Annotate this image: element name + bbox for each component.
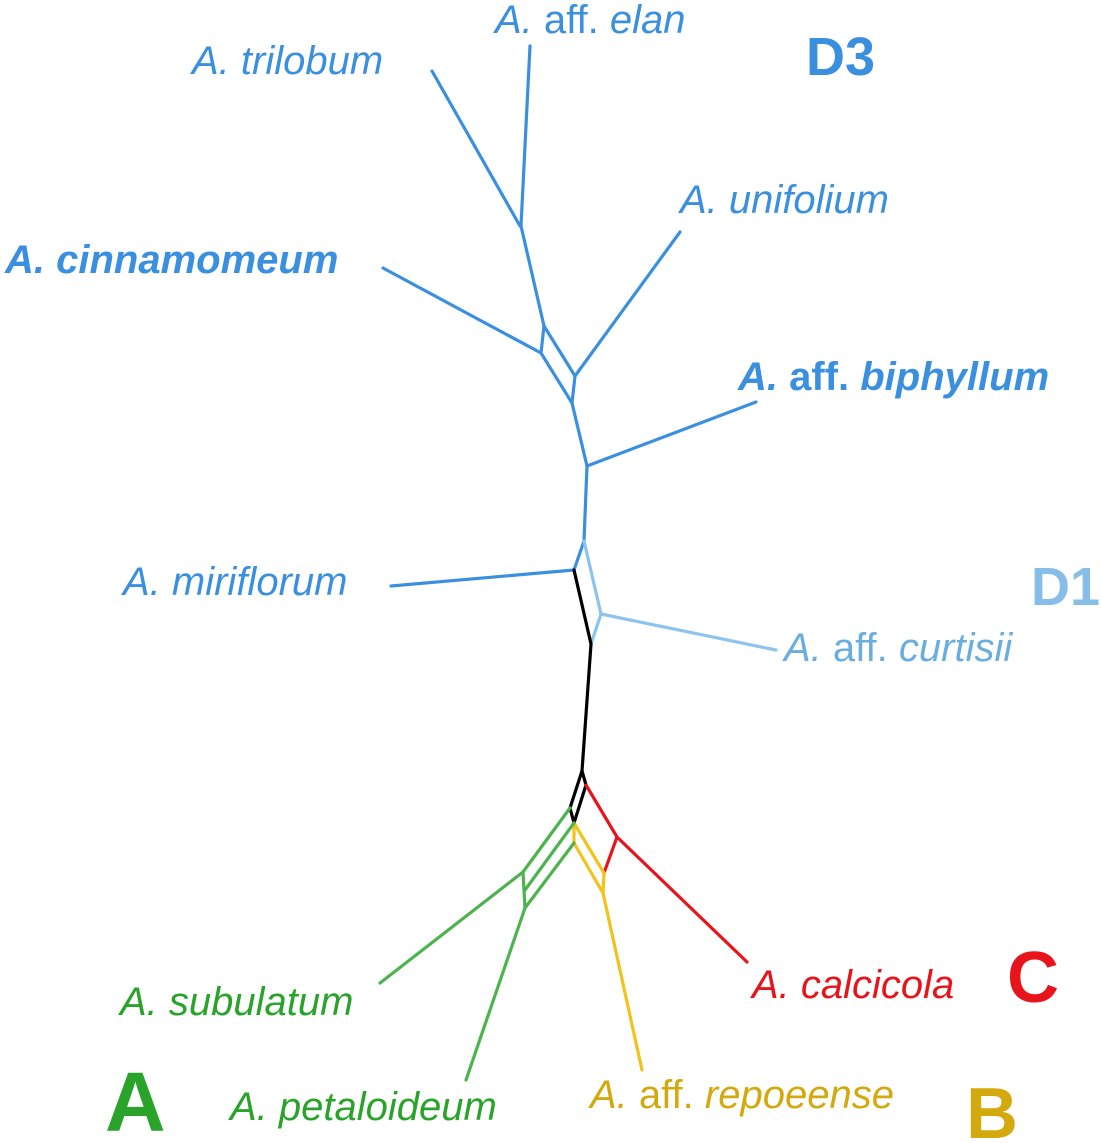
taxon-label-repoeense: A. aff. repoeense [588,1073,894,1117]
taxon-label-cinnamomeum: A. cinnamomeum [4,238,338,282]
taxon-label-elan: A. aff. elan [493,0,686,42]
edge-c-reticulation [602,835,619,875]
edge-b-reticulation-d [601,871,606,895]
edge-b-reticulation-c [572,841,605,895]
edge-d1-reticulation-b [589,612,603,646]
edge-a-stem-a [521,806,572,874]
clade-c-edges [584,783,749,964]
clade-label-d3: D3 [806,27,875,87]
edge-cinnamomeum [381,266,543,355]
clade-label-a: A [105,1055,166,1143]
edge-repoeense [601,891,644,1072]
edge-d3-reticulation-c [539,351,574,405]
edge-trilobum [430,69,522,228]
edge-curtisii [599,612,778,652]
edge-d3-reticulation-e [572,539,586,572]
edge-miriflorum [389,568,576,588]
taxon-label-petaloideum: A. petaloideum [228,1085,497,1129]
edge-d3-reticulation-a [539,324,546,355]
edge-backbone-top [572,568,593,646]
edge-unifolium [573,230,682,378]
edge-d3-reticulation-b [542,324,577,378]
edge-b-reticulation-a [572,821,606,875]
backbone-edges [568,568,593,825]
edge-backbone-split-c [572,783,588,825]
clade-label-c: C [1007,938,1059,1018]
taxon-label-calcicola: A. calcicola [750,963,954,1007]
edge-subulatum [378,870,525,985]
edge-backbone-split-a [568,769,584,810]
clade-a-edges [378,806,576,1082]
taxon-label-subulatum: A. subulatum [118,980,353,1024]
edge-a-stem-c [523,841,576,910]
edge-a-reticulation [521,870,527,910]
edge-backbone-main [580,642,593,773]
edge-a-stem-b [523,821,576,892]
taxon-label-curtisii: A. aff. curtisii [782,626,1013,670]
edge-d3-lower-stem [582,464,589,543]
edge-backbone-split-d [568,806,576,825]
edge-petaloideum [464,906,527,1082]
edge-biphyllum [585,400,758,468]
edge-d3-mid-stem [570,401,589,468]
taxon-label-biphyllum: A. aff. biphyllum [737,355,1049,399]
edge-calcicola [615,835,749,964]
edge-d3-upper-stem [519,224,546,328]
clade-label-d1: D1 [1031,557,1100,617]
clade-b-edges [572,821,644,1072]
edge-d1-reticulation-a [582,539,603,616]
taxon-label-miriflorum: A. miriflorum [121,560,347,604]
taxon-label-trilobum: A. trilobum [190,39,383,83]
taxon-label-unifolium: A. unifolium [678,178,889,222]
edge-backbone-split-b [580,769,588,787]
clade-d3-edges [381,44,758,588]
edge-d3-reticulation-d [570,374,577,405]
clade-label-b: B [966,1074,1018,1143]
edge-c-stem [584,783,619,839]
clade-d1-edges [582,539,778,652]
edge-elan [519,44,532,228]
